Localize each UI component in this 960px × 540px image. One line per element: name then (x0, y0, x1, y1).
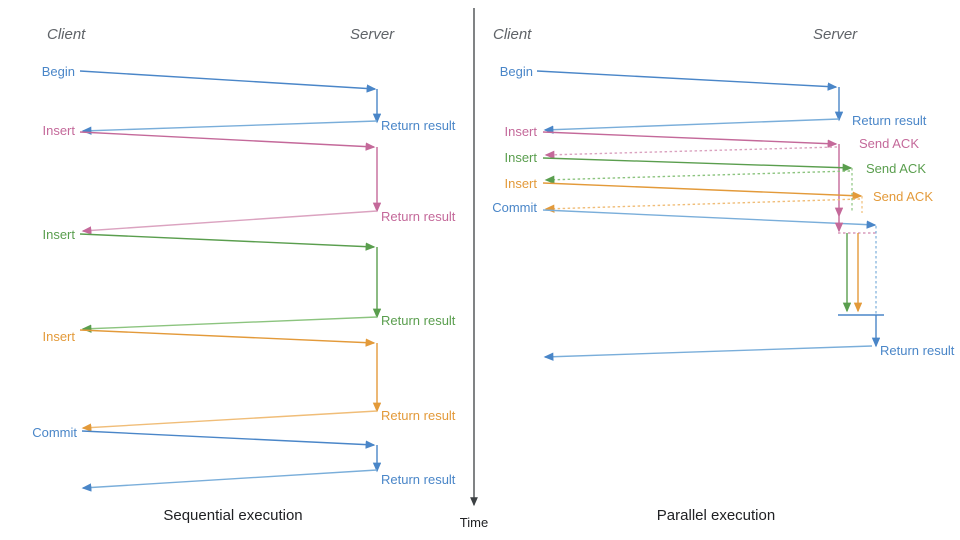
arrow-insert3-ack (544, 198, 861, 213)
parallel-worker-bundle (834, 216, 884, 348)
sequential-message-begin: Begin Return result (42, 64, 456, 135)
sequential-server-label-1: Return result (381, 209, 456, 224)
arrow-insert2-ack (544, 170, 851, 184)
arrow-insert2-request (542, 157, 853, 172)
parallel-client-label-2: Insert (504, 150, 537, 165)
arrow-commit-request (542, 209, 877, 229)
sequential-message-insert-1: Insert Return result (42, 123, 456, 235)
sequential-caption: Sequential execution (163, 507, 302, 524)
arrow-insert3-request (542, 182, 863, 200)
parallel-server-label-4: Return result (880, 343, 955, 358)
parallel-message-commit: Commit (492, 200, 877, 229)
arrow-commit-response (81, 469, 378, 492)
arrow-commit-response (543, 345, 873, 361)
parallel-message-insert-1: Insert Send ACK (504, 124, 919, 218)
arrow-insert1-ack (544, 146, 838, 159)
arrow-insert3-request (79, 329, 376, 347)
arrow-begin-request (536, 70, 838, 91)
arrow-begin-request (79, 70, 377, 93)
arrow-begin-response (81, 120, 378, 135)
sequential-client-label-0: Begin (42, 64, 75, 79)
sequential-message-insert-3: Insert Return result (42, 329, 456, 432)
sequential-server-label-2: Return result (381, 313, 456, 328)
arrow-insert1-request (542, 131, 838, 148)
time-axis: Time (460, 8, 488, 530)
sequential-server-label-4: Return result (381, 472, 456, 487)
arrow-commit-request (81, 430, 376, 449)
arrow-insert1-request (79, 131, 376, 151)
parallel-client-label-3: Insert (504, 176, 537, 191)
sequential-server-label-0: Return result (381, 118, 456, 133)
sequential-message-commit: Commit Return result (32, 425, 456, 492)
sequential-client-label-2: Insert (42, 227, 75, 242)
arrow-insert2-request (79, 233, 376, 251)
arrow-insert1-response (81, 210, 378, 235)
parallel-client-label-0: Begin (500, 64, 533, 79)
parallel-caption: Parallel execution (657, 507, 775, 524)
arrow-begin-response (543, 118, 840, 134)
panel-parallel: Client Server Begin Return result Insert… (492, 26, 955, 524)
parallel-server-label-0: Return result (852, 113, 927, 128)
sequential-server-label-3: Return result (381, 408, 456, 423)
sequential-client-label-4: Commit (32, 425, 77, 440)
parallel-message-insert-3: Insert Send ACK (504, 176, 933, 213)
panel-sequential: Client Server Begin Return result Insert… (32, 26, 456, 524)
sequential-client-lane-title: Client (47, 26, 86, 43)
time-axis-label: Time (460, 515, 488, 530)
parallel-client-label-4: Commit (492, 200, 537, 215)
parallel-message-commit-response: Return result (543, 343, 955, 361)
arrow-insert2-response (81, 316, 378, 333)
parallel-server-lane-title: Server (813, 26, 858, 43)
parallel-message-begin: Begin Return result (500, 64, 927, 134)
sequential-client-label-3: Insert (42, 329, 75, 344)
parallel-message-insert-2: Insert Send ACK (504, 150, 926, 213)
parallel-server-label-1: Send ACK (859, 136, 919, 151)
parallel-server-label-2: Send ACK (866, 161, 926, 176)
parallel-client-label-1: Insert (504, 124, 537, 139)
sequential-server-lane-title: Server (350, 26, 395, 43)
sequential-message-insert-2: Insert Return result (42, 227, 456, 333)
parallel-client-lane-title: Client (493, 26, 532, 43)
parallel-server-label-3: Send ACK (873, 189, 933, 204)
arrow-insert3-response (81, 410, 378, 432)
sequential-client-label-1: Insert (42, 123, 75, 138)
